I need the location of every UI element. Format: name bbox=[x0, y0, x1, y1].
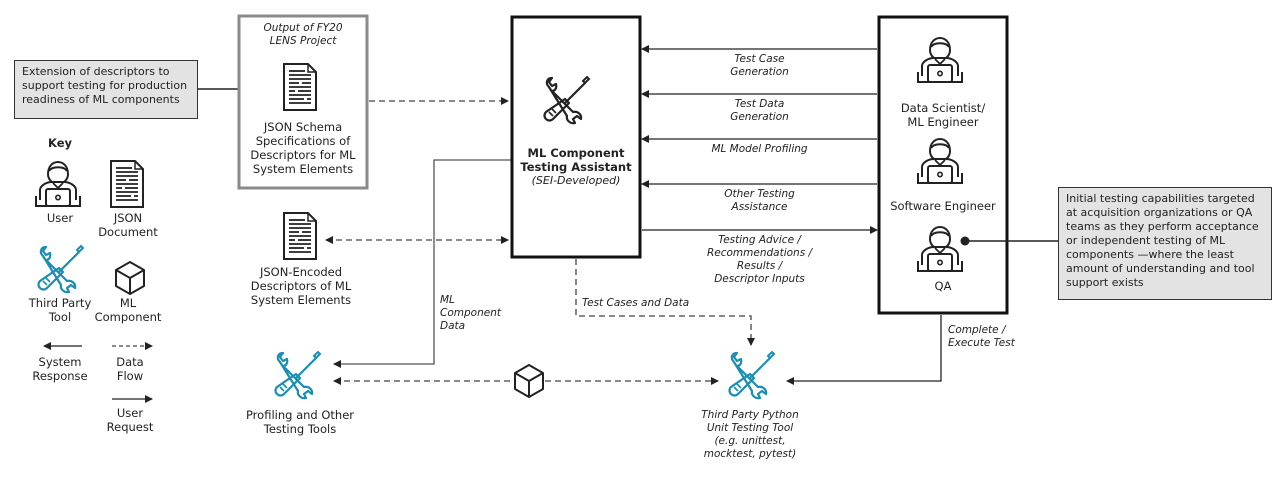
key-json-document-label: JSON Document bbox=[88, 211, 168, 239]
label-line: Test Data bbox=[734, 98, 785, 110]
profiling-tools-icon bbox=[274, 350, 322, 400]
complete-execute-test-label: Complete / Execute Test bbox=[948, 324, 1015, 350]
software-engineer-label: Software Engineer bbox=[890, 199, 996, 213]
label-line: Testing Advice / bbox=[718, 234, 801, 246]
label-line: ML Engineer bbox=[907, 115, 979, 129]
assistant-box bbox=[510, 15, 642, 259]
key-system-response-label: System Response bbox=[20, 355, 100, 383]
testing-advice-label: Testing Advice / Recommendations / Resul… bbox=[642, 234, 877, 286]
key-title: Key bbox=[47, 136, 72, 150]
label-line: User bbox=[116, 406, 144, 420]
test-case-generation-label: Test Case Generation bbox=[642, 53, 877, 79]
label-line: Component bbox=[440, 307, 501, 319]
key-ml-component-icon bbox=[115, 261, 145, 295]
label-line: Generation bbox=[730, 66, 789, 78]
flow-test-cases-and-data bbox=[575, 259, 755, 346]
label-line: Request bbox=[106, 420, 154, 434]
label-line: Specifications of bbox=[255, 134, 351, 148]
data-scientist-label: Data Scientist/ ML Engineer bbox=[879, 101, 1007, 129]
assistant-subtitle: (SEI-Developed) bbox=[531, 174, 621, 187]
label-line: Flow bbox=[116, 369, 144, 383]
extension-note: Extension of descriptors to support test… bbox=[14, 60, 198, 119]
ml-model-profiling-label: ML Model Profiling bbox=[711, 143, 808, 155]
label-line: JSON Schema bbox=[263, 120, 343, 134]
python-unit-tool-icon bbox=[728, 350, 776, 400]
label-line: JSON-Encoded bbox=[259, 265, 343, 279]
label-line: Descriptors of ML bbox=[250, 279, 352, 293]
assistant-title-line2: Testing Assistant bbox=[520, 160, 632, 174]
label-line: Third Party bbox=[28, 296, 92, 310]
key-user-icon bbox=[35, 161, 81, 207]
lens-title: Output of FY20 LENS Project bbox=[239, 22, 367, 48]
label-line: System Elements bbox=[252, 162, 354, 176]
label-line: Component bbox=[94, 310, 162, 324]
label-line: Execute Test bbox=[948, 337, 1015, 349]
label-line: Descriptors for ML bbox=[250, 148, 356, 162]
key-ml-component-label: ML Component bbox=[88, 296, 168, 324]
label-line: Generation bbox=[730, 111, 789, 123]
label-line: ML bbox=[440, 294, 455, 306]
label-line: Document bbox=[98, 225, 158, 239]
label-line: Testing Tools bbox=[263, 422, 337, 436]
label-line: System bbox=[38, 355, 82, 369]
other-testing-assistance-label: Other Testing Assistance bbox=[642, 188, 877, 214]
assistant-label: ML Component Testing Assistant (SEI-Deve… bbox=[512, 146, 640, 187]
test-data-generation-label: Test Data Generation bbox=[642, 98, 877, 124]
label-line: Data Scientist/ bbox=[900, 101, 986, 115]
label-line: Data bbox=[440, 320, 466, 332]
key-data-flow-label: Data Flow bbox=[90, 355, 170, 383]
initial-testing-note: Initial testing capabilities targeted at… bbox=[1058, 187, 1272, 300]
assistant-title-line1: ML Component bbox=[527, 146, 625, 160]
label-line: Unit Testing Tool bbox=[706, 422, 794, 434]
json-schema-doc-label: JSON Schema Specifications of Descriptor… bbox=[239, 120, 367, 176]
ml-component-data-label: ML Component Data bbox=[440, 294, 501, 333]
lens-title-line2: LENS Project bbox=[269, 35, 337, 47]
ml-component-cube-icon bbox=[514, 364, 544, 398]
python-unit-tool-label: Third Party Python Unit Testing Tool (e.… bbox=[680, 409, 820, 461]
label-line: ML bbox=[119, 296, 137, 310]
json-encoded-doc-label: JSON-Encoded Descriptors of ML System El… bbox=[240, 265, 362, 307]
label-line: System Elements bbox=[250, 293, 352, 307]
json-encoded-doc-icon bbox=[283, 212, 317, 260]
label-line: Test Case bbox=[734, 53, 785, 65]
label-line: JSON bbox=[113, 211, 143, 225]
key-user-label: User bbox=[46, 211, 74, 225]
label-line: Tool bbox=[48, 310, 72, 324]
qa-label: QA bbox=[934, 279, 952, 293]
label-line: Data bbox=[116, 355, 144, 369]
profiling-tools-label: Profiling and Other Testing Tools bbox=[230, 408, 370, 436]
json-schema-doc-icon bbox=[283, 63, 317, 111]
lens-title-line1: Output of FY20 bbox=[263, 22, 343, 34]
label-line: Complete / bbox=[948, 324, 1006, 336]
label-line: Third Party Python bbox=[701, 409, 799, 421]
label-line: (e.g. unittest, bbox=[714, 435, 786, 447]
key-user-request-label: User Request bbox=[90, 406, 170, 434]
key-third-party-tool-label: Third Party Tool bbox=[20, 296, 100, 324]
label-line: mocktest, pytest) bbox=[703, 448, 797, 460]
label-line: Descriptor Inputs bbox=[714, 273, 805, 285]
label-line: Assistance bbox=[731, 201, 788, 213]
flow-ml-component-data bbox=[333, 159, 511, 368]
label-line: Response bbox=[32, 369, 88, 383]
test-cases-and-data-label: Test Cases and Data bbox=[582, 297, 690, 309]
label-line: Results / bbox=[736, 260, 783, 272]
label-line: Profiling and Other bbox=[245, 408, 355, 422]
label-line: Other Testing bbox=[724, 188, 795, 200]
key-json-document-icon bbox=[110, 160, 144, 208]
key-third-party-tool-icon bbox=[37, 244, 85, 294]
label-line: Recommendations / bbox=[706, 247, 813, 259]
flow-complete-execute-test bbox=[786, 315, 942, 385]
